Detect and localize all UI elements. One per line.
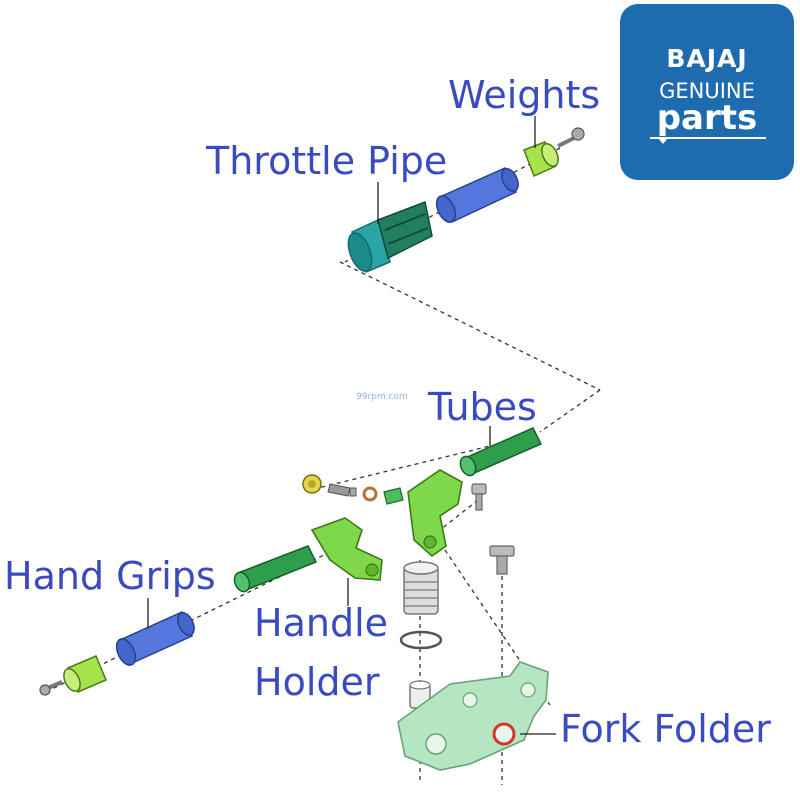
guide-line-connector-left: [339, 261, 601, 391]
rubber-part: [383, 487, 404, 505]
tube-right-part: [459, 427, 543, 477]
label-handle-holder-line1: Handle: [254, 601, 389, 645]
guide-line-bolt: [439, 499, 479, 531]
fork-folder-part: [397, 661, 549, 771]
label-hand-grips: Hand Grips: [4, 554, 216, 598]
logo-underline: [650, 137, 766, 139]
bolt-fork-part: [489, 545, 515, 575]
weight-left-part: [63, 655, 107, 693]
logo-brand-text: BAJAJ: [666, 44, 748, 73]
label-handle-holder-line2: Holder: [254, 660, 380, 704]
label-leader-lines: [147, 116, 556, 735]
weight-top-part: [523, 141, 559, 178]
bajaj-genuine-parts-logo: BAJAJ GENUINE parts: [620, 4, 794, 180]
hand-grip-left-part: [115, 610, 195, 666]
throttle-pipe-part: [347, 200, 433, 273]
throttle-grip-part: [435, 167, 519, 224]
label-throttle-pipe: Throttle Pipe: [206, 139, 448, 183]
handle-holder-left-part: [310, 517, 383, 581]
logo-genuine-text: GENUINE: [659, 79, 755, 103]
guide-line-middle: [309, 434, 536, 491]
weight-small-part: [302, 474, 322, 494]
o-ring-part: [399, 630, 443, 650]
label-fork-folder: Fork Folder: [560, 707, 771, 751]
spring-bush-part: [403, 561, 439, 615]
tube-left-part: [233, 545, 318, 593]
logo-notch-icon: [658, 138, 668, 144]
screw-left-part: [39, 680, 63, 696]
logo-parts-text: parts: [656, 98, 758, 138]
label-tubes: Tubes: [428, 385, 537, 429]
handle-holder-right-part: [407, 469, 463, 558]
washer-part: [362, 486, 378, 502]
watermark-text: 99rpm.com: [356, 392, 408, 402]
guide-line-connector-right: [539, 389, 601, 433]
label-weights: Weights: [448, 73, 601, 117]
bolt-holder-part: [471, 483, 487, 511]
screw-middle-part: [327, 483, 357, 497]
screw-top-part: [557, 127, 585, 148]
